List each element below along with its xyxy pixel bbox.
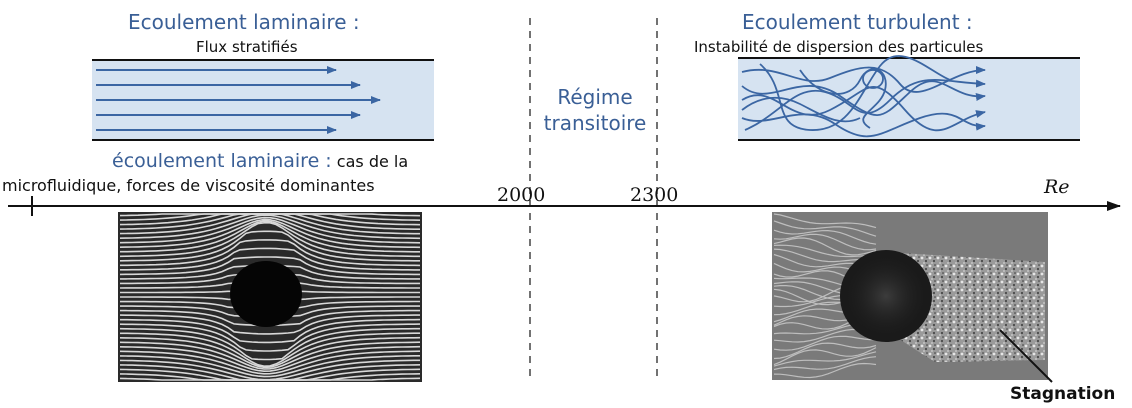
swirl-line bbox=[773, 233, 877, 251]
transitional-regime-label: Régime transitoire bbox=[540, 84, 650, 136]
transitional-line2: transitoire bbox=[543, 111, 647, 135]
turbulent-channel-illustration bbox=[738, 55, 1080, 141]
streamline bbox=[119, 222, 420, 258]
tick-label-2000: 2000 bbox=[497, 184, 546, 206]
swirl-line bbox=[773, 342, 877, 360]
streamline bbox=[120, 332, 420, 368]
streamline bbox=[119, 323, 421, 352]
stagnation-pointer bbox=[999, 329, 1053, 383]
laminar-flow-photo bbox=[118, 212, 422, 382]
turbulent-flow-photo bbox=[772, 212, 1048, 380]
streamline bbox=[119, 314, 420, 335]
laminar-note-line2: microfluidique, forces de viscosité domi… bbox=[2, 176, 375, 195]
axis-label-re: Re bbox=[1044, 176, 1070, 198]
swirl-line bbox=[773, 229, 877, 245]
streamline bbox=[119, 213, 420, 235]
swirl-line bbox=[773, 335, 876, 351]
streamline bbox=[120, 220, 420, 253]
swirl-line bbox=[773, 351, 877, 367]
streamline bbox=[119, 218, 421, 249]
reynolds-axis bbox=[8, 196, 1121, 216]
streamline bbox=[120, 318, 421, 344]
streamline bbox=[120, 247, 420, 271]
swirl-line bbox=[773, 362, 877, 379]
turbulent-subtitle: Instabilité de dispersion des particules bbox=[694, 38, 984, 56]
laminar-note-bold: écoulement laminaire : bbox=[112, 150, 332, 172]
laminar-subtitle: Flux stratifiés bbox=[196, 38, 298, 56]
streamline bbox=[120, 239, 421, 267]
swirl-line bbox=[773, 213, 877, 229]
streamline bbox=[119, 327, 420, 361]
turbulent-title: Ecoulement turbulent : bbox=[742, 10, 973, 34]
streamline bbox=[119, 350, 421, 375]
streamline bbox=[119, 230, 420, 262]
streamline bbox=[119, 345, 421, 373]
swirl-line bbox=[773, 347, 877, 366]
streamline bbox=[119, 216, 421, 244]
streamline bbox=[119, 377, 421, 381]
transitional-line1: Régime bbox=[557, 85, 633, 109]
laminar-note-line1: écoulement laminaire : cas de la bbox=[112, 150, 408, 172]
swirl-line bbox=[773, 220, 877, 237]
swirl-line bbox=[773, 244, 877, 258]
streamline bbox=[119, 214, 421, 240]
swirl-line bbox=[773, 356, 877, 371]
laminar-channel-illustration bbox=[92, 59, 434, 141]
streamline bbox=[119, 355, 420, 378]
streamline bbox=[119, 336, 421, 369]
laminar-title: Ecoulement laminaire : bbox=[128, 10, 360, 34]
streamline bbox=[119, 341, 421, 370]
stagnation-label: Stagnation bbox=[1010, 384, 1116, 404]
streamline bbox=[119, 256, 420, 276]
swirl-line bbox=[773, 237, 877, 256]
laminar-note-rest: cas de la bbox=[336, 152, 409, 171]
tick-label-2300: 2300 bbox=[630, 184, 679, 206]
